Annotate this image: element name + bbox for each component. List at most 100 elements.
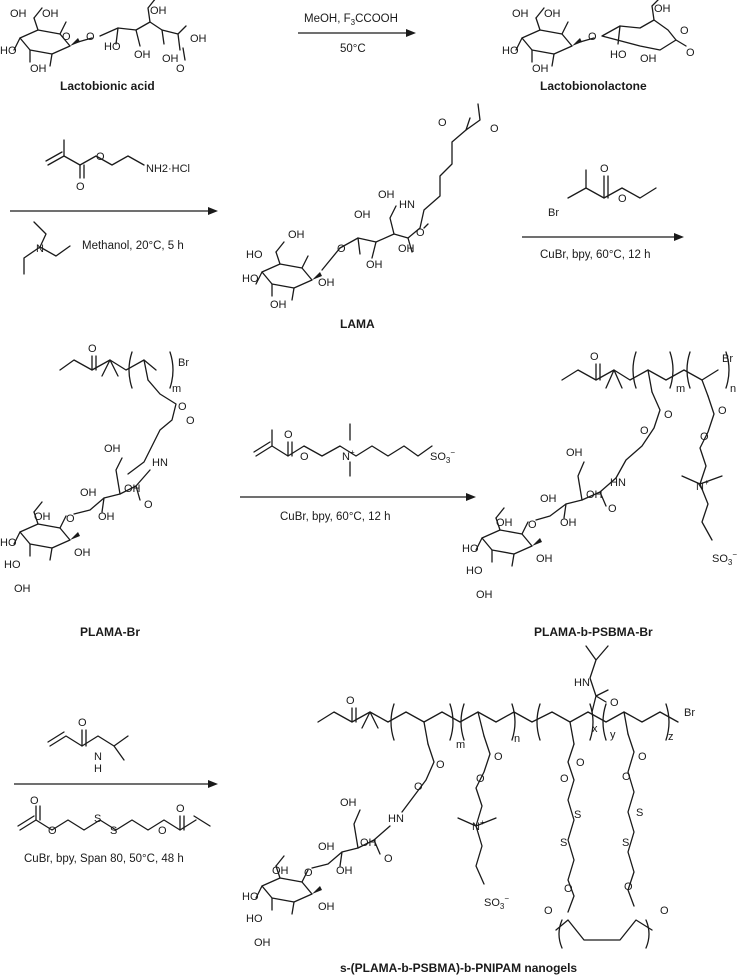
o-label: O bbox=[608, 503, 617, 515]
n-label: N bbox=[36, 243, 44, 255]
oh-label: OH bbox=[540, 493, 557, 505]
o-label: O bbox=[618, 193, 627, 205]
compound-name-plama-br: PLAMA-Br bbox=[80, 625, 140, 639]
sbma-monomer-reagent: O O N+ SO3− bbox=[253, 423, 455, 477]
compound-name-nanogels: s-(PLAMA-b-PSBMA)-b-PNIPAM nanogels bbox=[340, 961, 577, 975]
ho-label: HO bbox=[242, 891, 259, 903]
repeat-n: n bbox=[730, 383, 736, 395]
oh-label: OH bbox=[162, 53, 179, 65]
o-label: O bbox=[560, 773, 569, 785]
o-label: O bbox=[178, 401, 187, 413]
h-label: H bbox=[94, 763, 102, 775]
oh-label: OH bbox=[536, 553, 553, 565]
oh-label: OH bbox=[272, 865, 289, 877]
oh-label: OH bbox=[640, 53, 657, 65]
o-label: O bbox=[284, 429, 293, 441]
o-label: O bbox=[337, 243, 346, 255]
o-label: O bbox=[86, 31, 95, 43]
oh-label: OH bbox=[560, 517, 577, 529]
o-label: O bbox=[96, 151, 105, 163]
o-label: O bbox=[30, 795, 39, 807]
oh-label: OH bbox=[124, 483, 141, 495]
s-label: S bbox=[94, 813, 101, 825]
o-label: O bbox=[664, 409, 673, 421]
initiator-ethyl-bromoisobutyrate: O O Br bbox=[548, 163, 657, 219]
o-label: O bbox=[176, 63, 185, 75]
reaction-arrow-4: CuBr, bpy, 60°C, 12 h bbox=[240, 493, 476, 523]
ho-label: HO bbox=[104, 41, 121, 53]
o-label: O bbox=[300, 451, 309, 463]
o-label: O bbox=[490, 123, 499, 135]
oh-label: OH bbox=[80, 487, 97, 499]
o-label: O bbox=[640, 425, 649, 437]
s-label: S bbox=[622, 837, 629, 849]
condition-methanol: Methanol, 20°C, 5 h bbox=[82, 240, 184, 252]
o-label: O bbox=[346, 695, 355, 707]
oh-label: OH bbox=[360, 837, 377, 849]
reaction-arrow-3: CuBr, bpy, 60°C, 12 h bbox=[522, 233, 684, 261]
disulfide-crosslinker-reagent: O O S S O O CuBr, bpy, Span 80, 50°C, 48… bbox=[17, 795, 211, 865]
oh-label: OH bbox=[270, 299, 287, 311]
o-label: O bbox=[476, 773, 485, 785]
oh-label: OH bbox=[654, 3, 671, 15]
reaction-arrow-1: MeOH, F3CCOOH 50°C bbox=[298, 13, 416, 55]
amine-hcl-label: NH2·HCl bbox=[146, 163, 190, 175]
sulfonate-label: SO3− bbox=[484, 894, 509, 911]
ho-label: HO bbox=[4, 559, 21, 571]
br-label: Br bbox=[684, 707, 695, 719]
condition-temperature: 50°C bbox=[340, 43, 366, 55]
s-label: S bbox=[560, 837, 567, 849]
o-label: O bbox=[144, 499, 153, 511]
compound-name-lama: LAMA bbox=[340, 317, 375, 331]
oh-label: OH bbox=[336, 865, 353, 877]
o-label: O bbox=[416, 227, 425, 239]
plama-b-psbma-br-structure: O m n Br O O HN O O N+ SO3− O OH OH OH O… bbox=[462, 351, 737, 639]
oh-label: OH bbox=[378, 189, 395, 201]
o-label: O bbox=[564, 883, 573, 895]
o-label: O bbox=[186, 415, 195, 427]
repeat-n: n bbox=[514, 733, 520, 745]
o-label: O bbox=[680, 25, 689, 37]
o-label: O bbox=[436, 759, 445, 771]
ho-label: HO bbox=[610, 49, 627, 61]
br-label: Br bbox=[178, 357, 189, 369]
ho-label: HO bbox=[246, 913, 263, 925]
ho-label: HO bbox=[466, 565, 483, 577]
condition-polymerization: CuBr, bpy, Span 80, 50°C, 48 h bbox=[24, 853, 184, 865]
ho-label: HO bbox=[502, 45, 519, 57]
oh-label: OH bbox=[586, 489, 603, 501]
ho-label: HO bbox=[0, 537, 17, 549]
n-plus-label: N+ bbox=[342, 448, 355, 463]
o-label: O bbox=[590, 351, 599, 363]
o-label: O bbox=[624, 881, 633, 893]
oh-label: OH bbox=[318, 901, 335, 913]
aminoethyl-methacrylate-reagent: O O NH2·HCl bbox=[45, 139, 190, 193]
oh-label: OH bbox=[288, 229, 305, 241]
oh-label: OH bbox=[318, 841, 335, 853]
sulfonate-label: SO3− bbox=[430, 448, 455, 465]
s-label: S bbox=[110, 825, 117, 837]
repeat-m: m bbox=[456, 739, 465, 751]
lactobionic-acid-structure: OH OH HO OH O O HO OH OH OH OH O Lactobi… bbox=[0, 0, 207, 93]
o-label: O bbox=[700, 431, 709, 443]
oh-label: OH bbox=[14, 583, 31, 595]
oh-label: OH bbox=[254, 937, 271, 949]
repeat-m: m bbox=[172, 383, 181, 395]
nipam-monomer-reagent: O N H bbox=[47, 717, 129, 775]
o-label: O bbox=[384, 853, 393, 865]
oh-label: OH bbox=[98, 511, 115, 523]
o-label: O bbox=[176, 803, 185, 815]
s-label: S bbox=[574, 809, 581, 821]
o-label: O bbox=[66, 513, 75, 525]
reaction-arrow-5 bbox=[14, 780, 218, 788]
hn-label: HN bbox=[610, 477, 626, 489]
oh-label: OH bbox=[566, 447, 583, 459]
o-label: O bbox=[78, 717, 87, 729]
compound-name-lactobionolactone: Lactobionolactone bbox=[540, 79, 647, 93]
o-label: O bbox=[600, 163, 609, 175]
o-label: O bbox=[718, 405, 727, 417]
s-label: S bbox=[636, 807, 643, 819]
oh-label: OH bbox=[496, 517, 513, 529]
oh-label: OH bbox=[74, 547, 91, 559]
